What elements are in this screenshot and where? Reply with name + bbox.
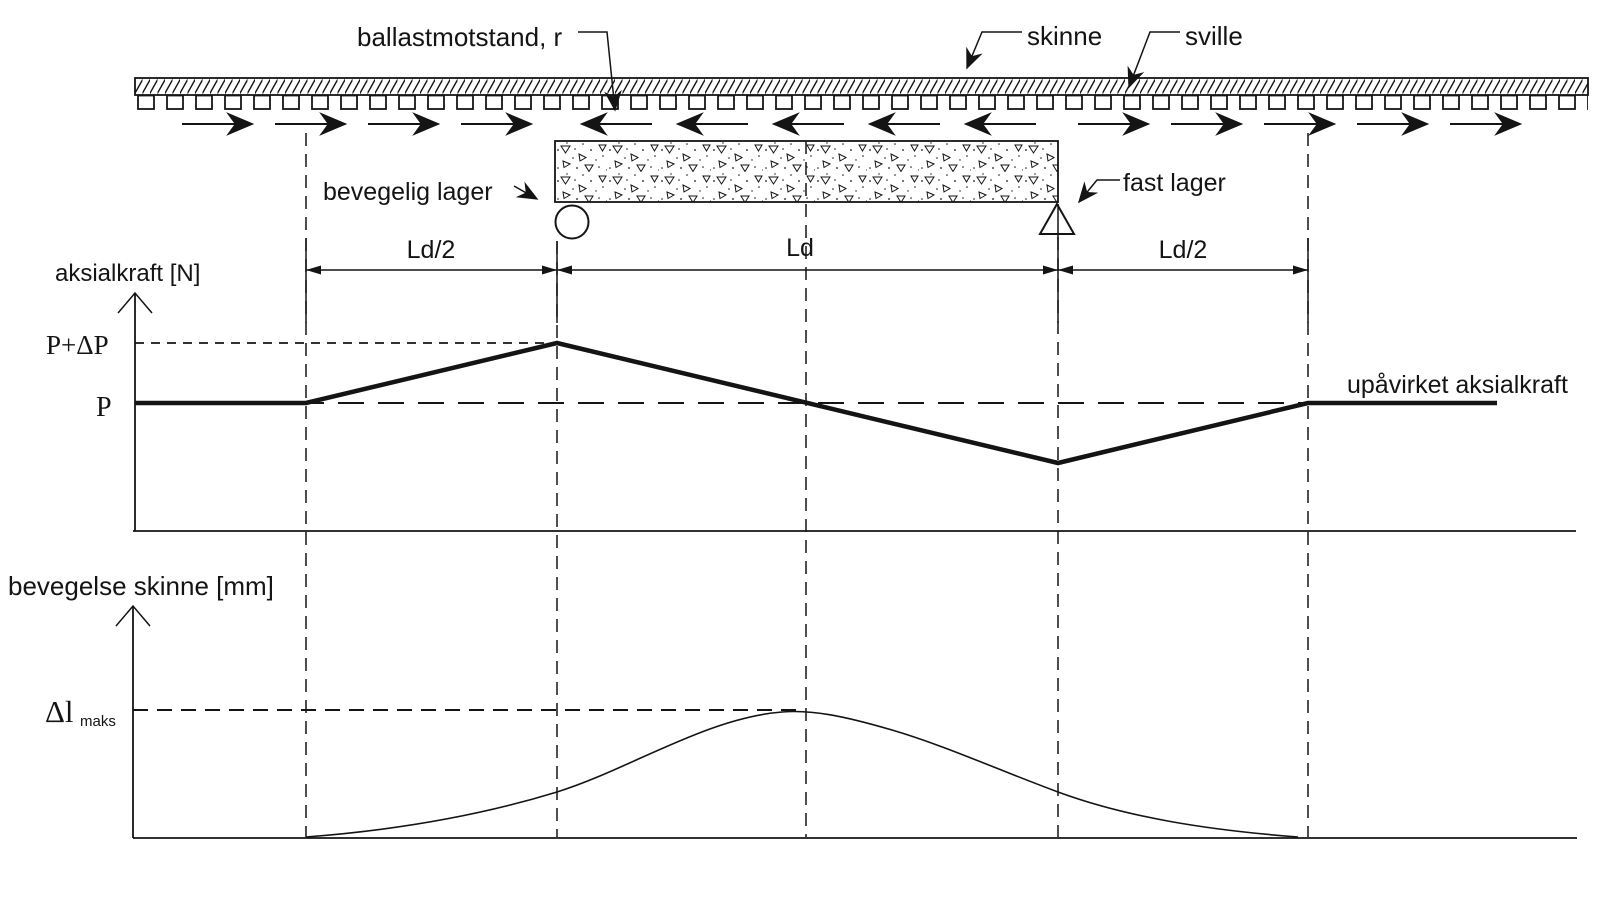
rail-leader-arrow xyxy=(966,31,1022,70)
axial-graph-upper-tick-label: P+ΔP xyxy=(46,330,109,360)
axial-force-graph: aksialkraft [N] P+ΔP P upåvirket aksialk… xyxy=(46,260,1576,532)
ballast-label: ballastmotstand, r xyxy=(357,22,563,52)
dimension-label-middle: Ld xyxy=(786,234,814,262)
dim-arrowhead xyxy=(542,265,557,275)
ballast-leader-arrow xyxy=(578,31,622,112)
axis-arrowhead-icon xyxy=(117,291,153,314)
dim-arrowhead xyxy=(1043,265,1058,275)
sleeper-row xyxy=(135,95,1588,111)
axial-force-curve xyxy=(135,340,1497,466)
movable-bearing-label: bevegelig lager xyxy=(323,178,493,206)
dimension-arrowheads xyxy=(306,265,1308,275)
rail-movement-graph: bevegelse skinne [mm] Δl maks xyxy=(8,571,1577,839)
movement-graph-max-tick-label: Δl xyxy=(45,694,74,729)
dimension-extension-lines xyxy=(305,237,1309,323)
dim-arrowhead xyxy=(557,265,572,275)
dim-arrowhead xyxy=(1293,265,1308,275)
sleeper-label: sville xyxy=(1185,21,1243,51)
dim-arrowhead xyxy=(1058,265,1073,275)
fixed-bearing-icon xyxy=(1038,201,1076,235)
fixed-bearing-label: fast lager xyxy=(1123,169,1226,197)
dimension-label-right: Ld/2 xyxy=(1159,236,1208,264)
axis-arrowhead-icon xyxy=(115,604,151,627)
axial-graph-lower-tick-label: P xyxy=(96,392,112,423)
movable-bearing-leader-arrow xyxy=(513,181,539,200)
movement-graph-max-tick-subscript: maks xyxy=(80,713,116,730)
dimension-label-left: Ld/2 xyxy=(407,236,456,264)
fixed-bearing-leader-arrow xyxy=(1077,179,1120,204)
rail-label: skinne xyxy=(1027,21,1102,51)
unaffected-axial-force-label: upåvirket aksialkraft xyxy=(1347,371,1568,399)
dim-arrowhead xyxy=(306,265,321,275)
rail-strip xyxy=(134,77,1589,96)
rail-movement-curve xyxy=(305,710,1299,838)
sleeper-leader-arrow xyxy=(1127,31,1180,89)
movement-graph-axis-label: bevegelse skinne [mm] xyxy=(8,571,274,601)
movable-bearing-icon xyxy=(554,204,590,240)
axial-graph-axis-label: aksialkraft [N] xyxy=(55,260,200,287)
